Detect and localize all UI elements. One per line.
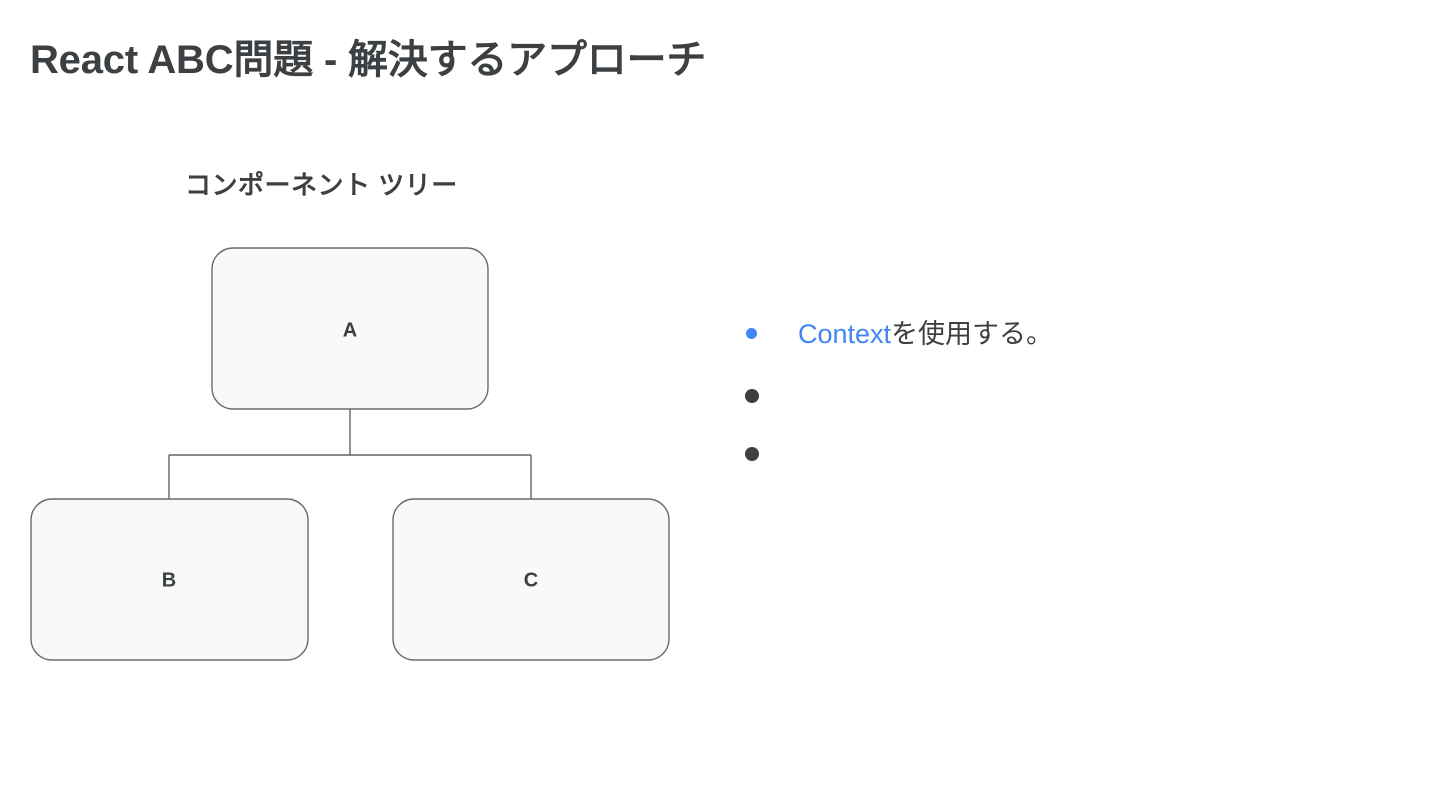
list-item-accent-text: Context bbox=[798, 319, 892, 349]
page-title: React ABC問題 - 解決するアプローチ bbox=[30, 38, 707, 82]
approach-bullet-list: Contextを使用する。 bbox=[738, 319, 1378, 476]
node-box-a[interactable] bbox=[211, 247, 489, 410]
node-label-b: B bbox=[162, 569, 176, 591]
list-item[interactable] bbox=[738, 378, 1378, 436]
component-tree-diagram: コンポーネント ツリー A B C bbox=[30, 170, 670, 661]
node-label-a: A bbox=[343, 319, 357, 341]
tree-svg: A B C bbox=[30, 247, 670, 661]
diagram-title: コンポーネント ツリー bbox=[185, 170, 458, 200]
bullet-point-icon bbox=[745, 389, 759, 403]
list-item[interactable]: Contextを使用する。 bbox=[738, 319, 1378, 378]
node-label-c: C bbox=[524, 569, 538, 591]
bullet-point-icon bbox=[745, 447, 759, 461]
bullet-point-icon bbox=[746, 328, 757, 339]
node-box-c[interactable] bbox=[392, 498, 670, 661]
node-box-b[interactable] bbox=[30, 498, 309, 661]
list-item-body-text: を使用する。 bbox=[891, 319, 1054, 349]
list-item[interactable] bbox=[738, 436, 1378, 476]
list-item-text: Contextを使用する。 bbox=[798, 319, 1054, 350]
